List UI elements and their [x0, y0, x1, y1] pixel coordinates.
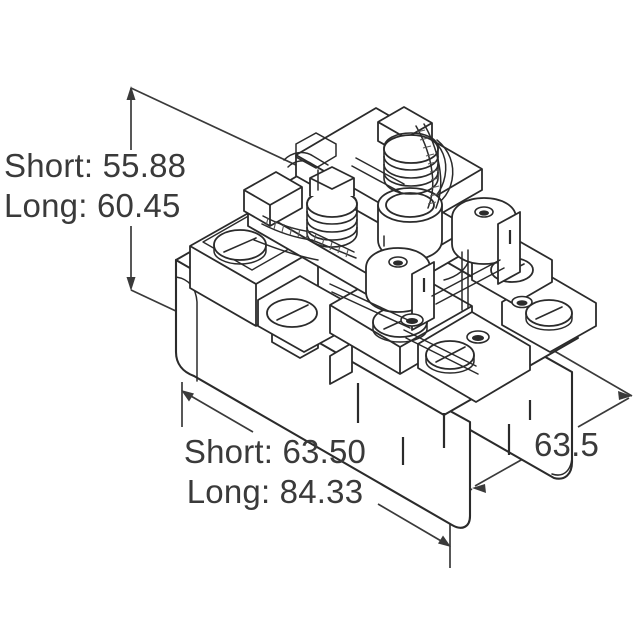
right-terminal-strip: [417, 311, 531, 403]
pivot-bracket-upper: [451, 197, 521, 285]
depth-dimension-label: 63.5: [534, 425, 599, 465]
width-dimension-short: Short: 63.50: [183, 433, 367, 470]
pivot-bracket-lower: [365, 247, 435, 331]
width-dimension-label: Short: 63.50 Long: 84.33: [162, 432, 388, 512]
height-dimension-long: Long: 60.45: [4, 187, 181, 224]
width-dimension-long: Long: 84.33: [186, 473, 364, 510]
upper-mechanism-group: [243, 106, 533, 375]
braided-flex-leads: [261, 123, 442, 259]
depth-dimension-value: 63.5: [534, 426, 600, 463]
height-dimension-short: Short: 55.88: [4, 147, 187, 184]
coil-post-center: [377, 187, 443, 261]
coil-post-left: [306, 166, 358, 248]
recess-holes: [400, 295, 533, 344]
height-dimension-label: Short: 55.88 Long: 60.45: [4, 146, 186, 226]
